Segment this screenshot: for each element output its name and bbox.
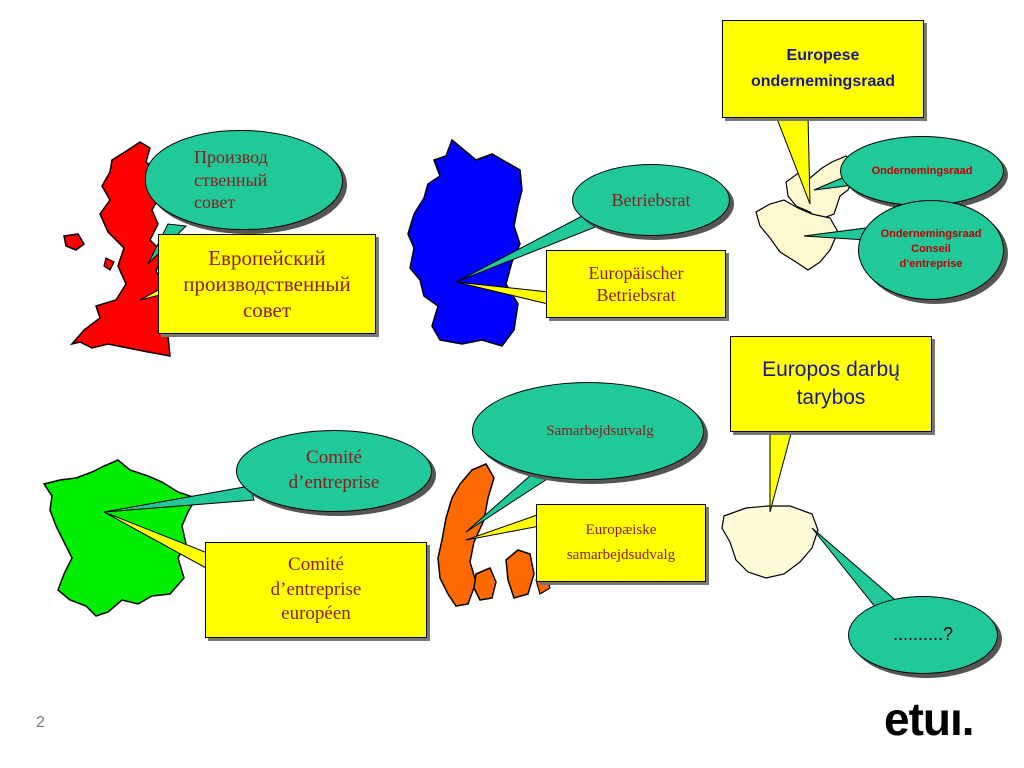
uk-european-council-label: Европейский производственный совет	[183, 245, 351, 323]
lithuania-european-council-label: Europos darbų tarybos	[762, 357, 900, 409]
france-european-council-box: Comité d’entreprise européen	[205, 542, 427, 638]
nl-council-bubble: Ondernemingsraad	[840, 136, 1004, 206]
france-national-council-bubble: Comité d’entreprise	[236, 430, 432, 512]
be-council-label-nl: Ondernemingsraad	[880, 228, 982, 241]
lithuania-box-pointer	[769, 429, 793, 513]
denmark-european-council-label: Europæiske samarbejdsudvalg	[566, 521, 676, 564]
lithuania-map	[721, 505, 819, 579]
uk-national-council-label: Производ ственный совет	[194, 147, 268, 213]
germany-map	[407, 138, 523, 347]
germany-european-council-box: Europäischer Betriebsrat	[546, 250, 726, 318]
denmark-european-council-box: Europæiske samarbejdsudvalg	[536, 504, 706, 582]
page-number: 2	[36, 714, 45, 731]
lithuania-national-council-label: ..........?	[892, 624, 954, 645]
denmark-national-council-label: Samarbejdsutvalg	[546, 422, 654, 439]
uk-european-council-box: Европейский производственный совет	[158, 234, 376, 334]
be-council-bubble: Ondernemingsraad Conseil d’entreprise	[858, 200, 1004, 300]
germany-national-council-label: Betriebsrat	[611, 189, 691, 210]
uk-national-council-bubble: Производ ственный совет	[145, 130, 343, 230]
france-european-council-label: Comité d’entreprise européen	[270, 553, 362, 625]
be-council-label-fr: Conseil d’entreprise	[899, 243, 963, 270]
lithuania-national-council-bubble: ..........?	[848, 596, 998, 674]
lithuania-european-council-box: Europos darbų tarybos	[730, 336, 932, 432]
germany-national-council-bubble: Betriebsrat	[572, 164, 730, 236]
benelux-european-council-label: Europese ondernemingsraad	[750, 47, 896, 90]
denmark-map	[437, 463, 551, 607]
germany-european-council-label: Europäischer Betriebsrat	[588, 262, 684, 306]
france-map	[42, 459, 198, 617]
denmark-national-council-bubble: Samarbejdsutvalg	[472, 382, 704, 480]
etui-logo: etuı.	[884, 693, 975, 745]
france-national-council-label: Comité d’entreprise	[288, 447, 380, 493]
nl-council-label: Ondernemingsraad	[871, 165, 973, 177]
benelux-european-council-box: Europese ondernemingsraad	[722, 20, 924, 118]
